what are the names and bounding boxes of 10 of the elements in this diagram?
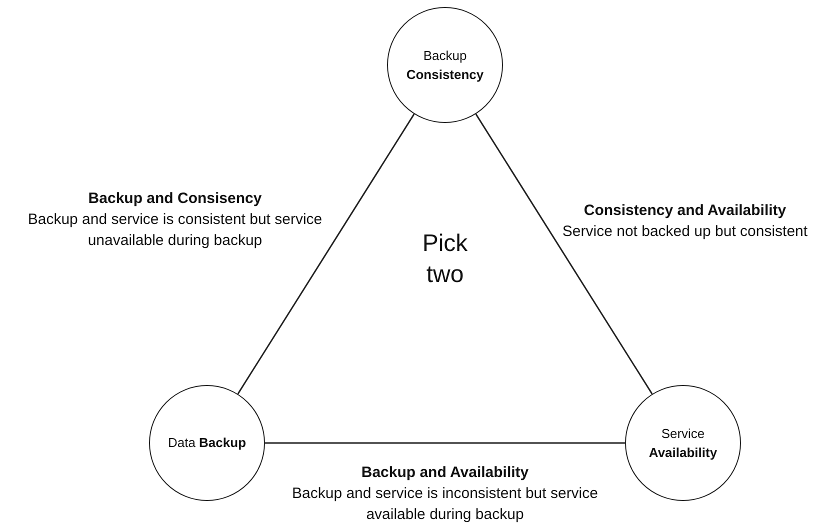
edge-label: Backup and Consisency Backup and service is consistent but service unavailable during backup: [26, 189, 324, 251]
node-label: Data Backup: [166, 434, 248, 452]
edge-label: Consistency and Availability Service not backed up but consistent: [561, 201, 809, 242]
connector-line: [265, 442, 625, 444]
connector-line: [237, 114, 415, 394]
node-label: Service Availability: [648, 424, 718, 462]
connector-line: [475, 114, 653, 394]
center-label: Pick two: [421, 229, 469, 290]
node-label: Backup Consistency: [405, 46, 485, 84]
edge-label: Backup and Availability Backup and service is inconsistent but service available during backup: [291, 463, 599, 525]
